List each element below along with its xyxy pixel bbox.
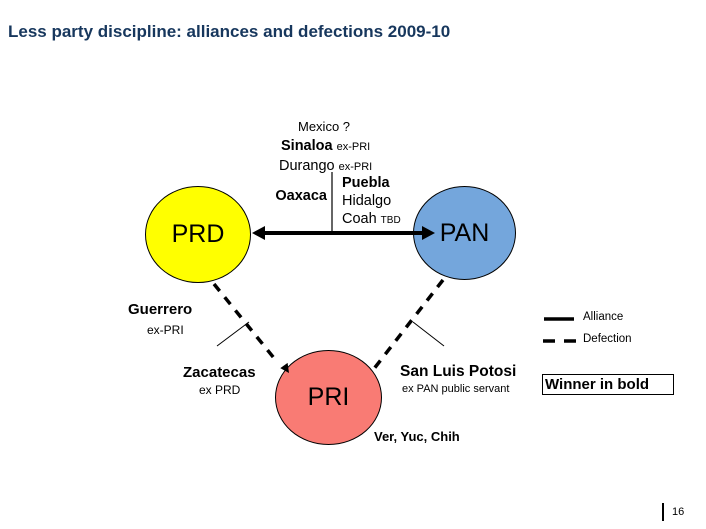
alliance-state-mexico: Mexico ? — [298, 119, 351, 134]
defection-label-san-luis-potosi: San Luis Potosi — [400, 363, 517, 380]
node-prd-circle: PRD — [145, 186, 251, 283]
defection-label-guerrero: Guerrero — [128, 301, 193, 318]
durango-note: ex-PRI — [338, 161, 373, 173]
page-number: 16 — [672, 506, 685, 518]
defection-label-zacatecas: Zacatecas — [183, 364, 256, 381]
winner-in-bold-box: Winner in bold — [542, 374, 674, 395]
defection-note-guerrero: ex-PRI — [147, 323, 184, 337]
defection-note-zacatecas: ex PRD — [199, 383, 241, 397]
defection-line-pan-pri — [371, 278, 445, 372]
legend-defection-label: Defection — [583, 333, 632, 345]
alliance-state-puebla: Puebla — [342, 175, 390, 191]
alliance-arrowhead-left-icon — [252, 226, 265, 240]
node-prd-label: PRD — [171, 220, 225, 248]
node-pri-label: PRI — [307, 383, 350, 411]
legend-alliance-label: Alliance — [583, 311, 624, 323]
leader-line-san-luis — [412, 321, 445, 347]
sinaloa-note: ex-PRI — [336, 141, 371, 153]
node-pan-label: PAN — [439, 218, 490, 247]
node-pan-circle: PAN — [413, 186, 516, 280]
defection-note-san-luis-potosi: ex PAN public servant — [402, 383, 510, 395]
footer-divider-bar — [662, 503, 664, 521]
alliance-state-hidalgo: Hidalgo — [342, 193, 392, 209]
coah-note: TBD — [380, 215, 401, 226]
node-pri-circle: PRI — [275, 350, 382, 445]
defection-line-prd-pri — [212, 282, 280, 365]
alliance-state-oaxaca: Oaxaca — [275, 188, 327, 204]
slide-title: Less party discipline: alliances and def… — [8, 22, 451, 41]
leader-line-zacatecas — [216, 321, 250, 347]
coah-name: Coah — [342, 211, 377, 227]
durango-name: Durango — [279, 158, 335, 174]
label-ver-yuc-chih: Ver, Yuc, Chih — [374, 429, 460, 444]
sinaloa-name: Sinaloa — [281, 138, 333, 154]
